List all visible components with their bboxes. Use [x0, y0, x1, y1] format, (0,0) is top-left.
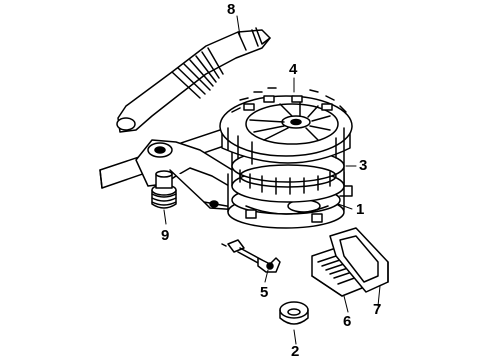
callout-label-2: 2: [291, 343, 300, 360]
callout-label-3: 3: [359, 157, 368, 174]
callout-label-6: 6: [343, 313, 352, 330]
callout-label-7: 7: [373, 301, 382, 318]
callout-label-1: 1: [356, 201, 365, 218]
duct-frame: [329, 227, 389, 293]
callout-label-9: 9: [161, 227, 170, 244]
intake-hose: [116, 27, 271, 133]
leader-lines: [163, 15, 381, 345]
callout-label-5: 5: [260, 284, 269, 301]
air-cleaner-cover: [219, 87, 353, 165]
rubber-mount: [151, 170, 177, 209]
temperature-sensor: [221, 239, 281, 273]
callout-label-4: 4: [289, 61, 298, 78]
callout-label-8: 8: [227, 1, 236, 18]
seal-ring: [279, 301, 309, 325]
